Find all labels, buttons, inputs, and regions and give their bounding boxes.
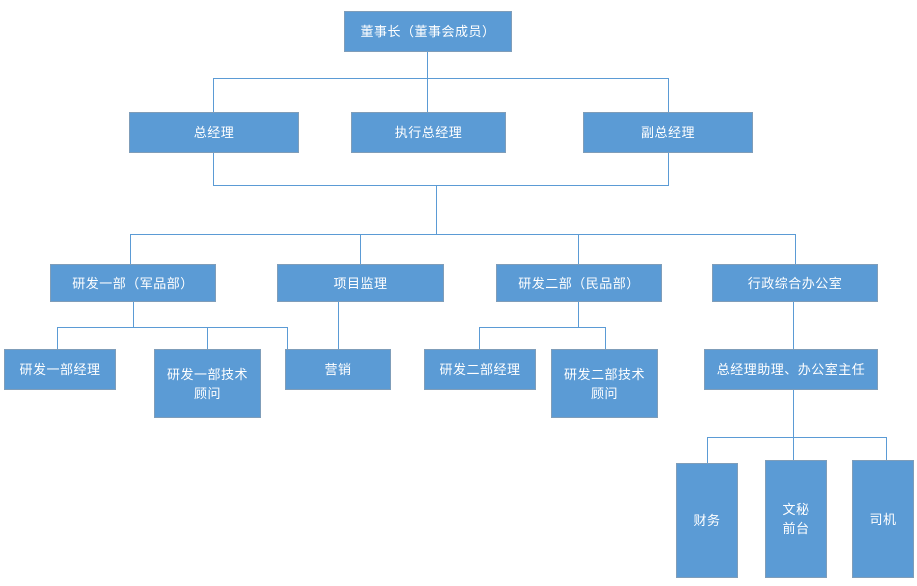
connector-bottom-drop-driver xyxy=(886,437,887,460)
connector-dept-bus xyxy=(130,234,795,235)
connector-bottom-drop-secretary xyxy=(793,437,794,460)
connector-bottom-bus xyxy=(707,437,886,438)
connector-rd2-stem xyxy=(578,302,579,327)
node-rd-dept-2[interactable]: 研发二部（民品部） xyxy=(496,264,662,302)
node-rd2-manager[interactable]: 研发二部经理 xyxy=(424,349,536,390)
node-finance[interactable]: 财务 xyxy=(676,463,738,578)
connector-rd2-bus xyxy=(479,327,605,328)
connector-row1-drop-gm xyxy=(213,78,214,112)
node-executive-general-manager[interactable]: 执行总经理 xyxy=(351,112,506,153)
connector-dept-drop-admin xyxy=(795,234,796,264)
connector-row1-drop-exec xyxy=(427,78,428,112)
connector-admin-to-assistant xyxy=(793,302,794,349)
connector-row1-drop-dep xyxy=(668,78,669,112)
node-driver[interactable]: 司机 xyxy=(852,460,914,578)
connector-dept-drop-rd2 xyxy=(578,234,579,264)
node-rd2-tech-advisor[interactable]: 研发二部技术 顾问 xyxy=(551,349,658,418)
node-deputy-general-manager[interactable]: 副总经理 xyxy=(583,112,753,153)
connector-merge-stem xyxy=(436,185,437,234)
connector-chairman-stem xyxy=(427,52,428,78)
node-rd1-manager[interactable]: 研发一部经理 xyxy=(4,349,116,390)
connector-bottom-drop-finance xyxy=(707,437,708,463)
connector-rd1-drop-tech xyxy=(207,327,208,349)
connector-rd1-bus xyxy=(57,327,287,328)
connector-rd1-drop-mgr xyxy=(57,327,58,349)
connector-pm-to-sales xyxy=(338,302,339,349)
node-rd-dept-1[interactable]: 研发一部（军品部） xyxy=(50,264,216,302)
connector-assistant-stem xyxy=(793,390,794,437)
node-project-supervision[interactable]: 项目监理 xyxy=(277,264,444,302)
connector-gm-down xyxy=(213,153,214,185)
connector-rd1-drop-sales xyxy=(287,327,288,349)
node-sales[interactable]: 营销 xyxy=(285,349,391,390)
node-chairman[interactable]: 董事长（董事会成员） xyxy=(344,11,512,52)
connector-row1-bus xyxy=(213,78,668,79)
node-rd1-tech-advisor[interactable]: 研发一部技术 顾问 xyxy=(154,349,261,418)
connector-merge-bus xyxy=(213,185,669,186)
node-gm-assistant-office-director[interactable]: 总经理助理、办公室主任 xyxy=(704,349,878,390)
connector-deputy-down xyxy=(668,153,669,185)
connector-rd2-drop-tech xyxy=(605,327,606,349)
node-secretary-reception[interactable]: 文秘 前台 xyxy=(765,460,827,578)
node-admin-office[interactable]: 行政综合办公室 xyxy=(712,264,878,302)
node-general-manager[interactable]: 总经理 xyxy=(129,112,299,153)
connector-rd1-stem xyxy=(133,302,134,327)
connector-rd2-drop-mgr xyxy=(479,327,480,349)
connector-dept-drop-rd1 xyxy=(130,234,131,264)
connector-dept-drop-pm xyxy=(360,234,361,264)
